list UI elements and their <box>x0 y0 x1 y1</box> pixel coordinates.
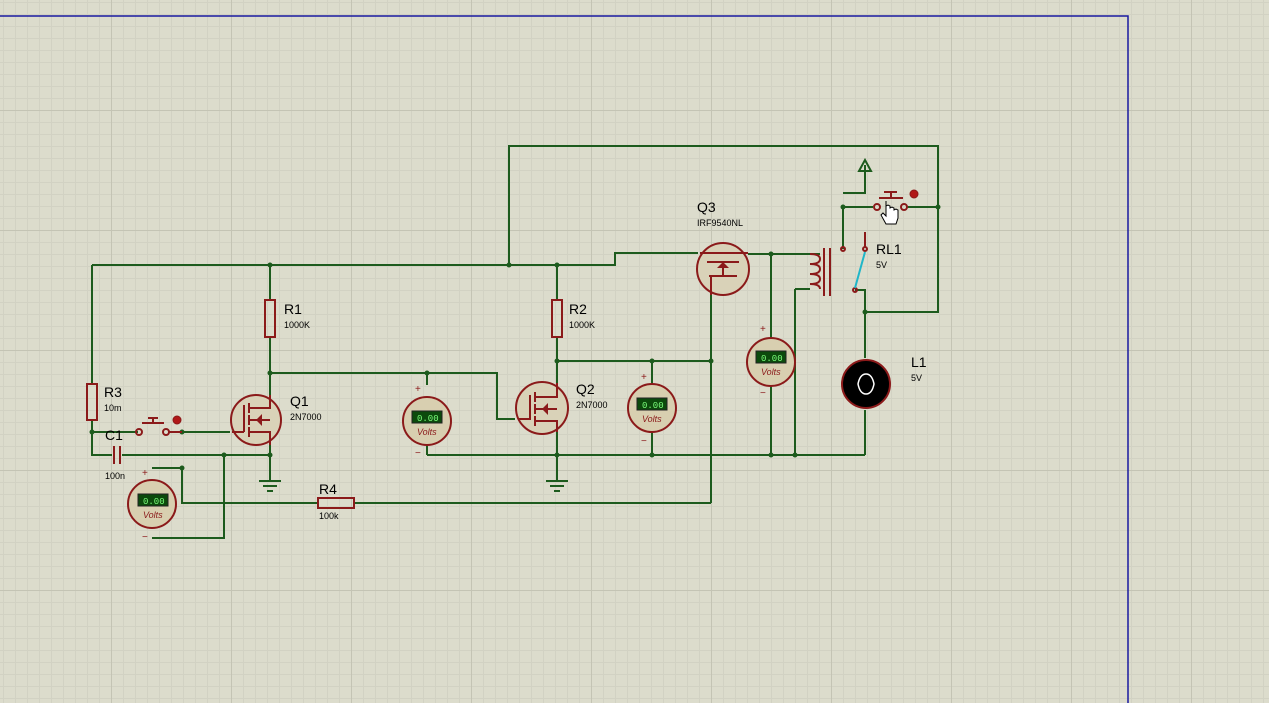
push-button-1[interactable] <box>135 415 182 436</box>
q1-value: 2N7000 <box>290 412 322 422</box>
q2-value: 2N7000 <box>576 400 608 410</box>
voltmeter-4[interactable]: 0.00 Volts + − <box>746 324 796 399</box>
r2-value: 1000K <box>569 320 595 330</box>
junctions <box>89 204 941 471</box>
mosfet-q1[interactable]: Q1 2N7000 <box>230 393 322 446</box>
voltmeter-4-minus: − <box>760 388 766 399</box>
resistor-r4[interactable]: R4 100k <box>317 481 355 521</box>
wires <box>91 145 939 539</box>
r4-ref: R4 <box>319 481 337 497</box>
voltmeter-2[interactable]: 0.00 Volts + − <box>402 384 452 459</box>
q2-ref: Q2 <box>576 381 595 397</box>
voltmeter-3-unit: Volts <box>642 414 662 424</box>
hand-cursor-icon <box>880 201 899 225</box>
r1-value: 1000K <box>284 320 310 330</box>
voltmeter-1-plus: + <box>142 468 148 479</box>
voltmeter-4-reading: 0.00 <box>761 354 783 364</box>
q3-ref: Q3 <box>697 199 716 215</box>
voltmeter-2-plus: + <box>415 384 421 395</box>
sheet-border <box>0 15 1129 703</box>
voltmeter-1-unit: Volts <box>143 510 163 520</box>
r2-ref: R2 <box>569 301 587 317</box>
mosfet-q3[interactable]: Q3 IRF9540NL <box>696 199 750 296</box>
r3-ref: R3 <box>104 384 122 400</box>
voltmeter-1-reading: 0.00 <box>143 497 165 507</box>
voltmeter-2-reading: 0.00 <box>417 414 439 424</box>
voltmeter-2-unit: Volts <box>417 427 437 437</box>
l1-ref: L1 <box>911 354 927 370</box>
ground-q1 <box>259 480 281 492</box>
r1-ref: R1 <box>284 301 302 317</box>
rl1-value: 5V <box>876 260 887 270</box>
voltmeter-1-minus: − <box>142 532 148 543</box>
voltmeter-3-minus: − <box>641 436 647 447</box>
power-terminal[interactable] <box>857 157 873 172</box>
voltmeter-4-unit: Volts <box>761 367 781 377</box>
q1-ref: Q1 <box>290 393 309 409</box>
voltmeter-3-reading: 0.00 <box>642 401 664 411</box>
ground-q2 <box>546 480 568 492</box>
relay-rl1[interactable]: RL1 5V <box>809 232 902 296</box>
lamp-l1[interactable]: L1 5V <box>841 354 927 409</box>
l1-value: 5V <box>911 373 922 383</box>
c1-value: 100n <box>105 471 125 481</box>
r3-value: 10m <box>104 403 122 413</box>
resistor-r2[interactable]: R2 1000K <box>551 299 595 338</box>
rl1-ref: RL1 <box>876 241 902 257</box>
push-button-2[interactable]: · <box>873 189 919 216</box>
r4-value: 100k <box>319 511 339 521</box>
c1-ref: C1 <box>105 427 123 443</box>
voltmeter-1[interactable]: 0.00 Volts + − <box>127 468 177 543</box>
q3-value: IRF9540NL <box>697 218 743 228</box>
voltmeter-4-plus: + <box>760 324 766 335</box>
resistor-r1[interactable]: R1 1000K <box>264 299 310 338</box>
resistor-r3[interactable]: R3 10m <box>86 383 122 421</box>
voltmeter-3-plus: + <box>641 372 647 383</box>
capacitor-c1[interactable]: C1 100n <box>105 427 125 481</box>
voltmeter-3[interactable]: 0.00 Volts + − <box>627 372 677 447</box>
mosfet-q2[interactable]: Q2 2N7000 <box>515 381 608 435</box>
voltmeter-2-minus: − <box>415 448 421 459</box>
